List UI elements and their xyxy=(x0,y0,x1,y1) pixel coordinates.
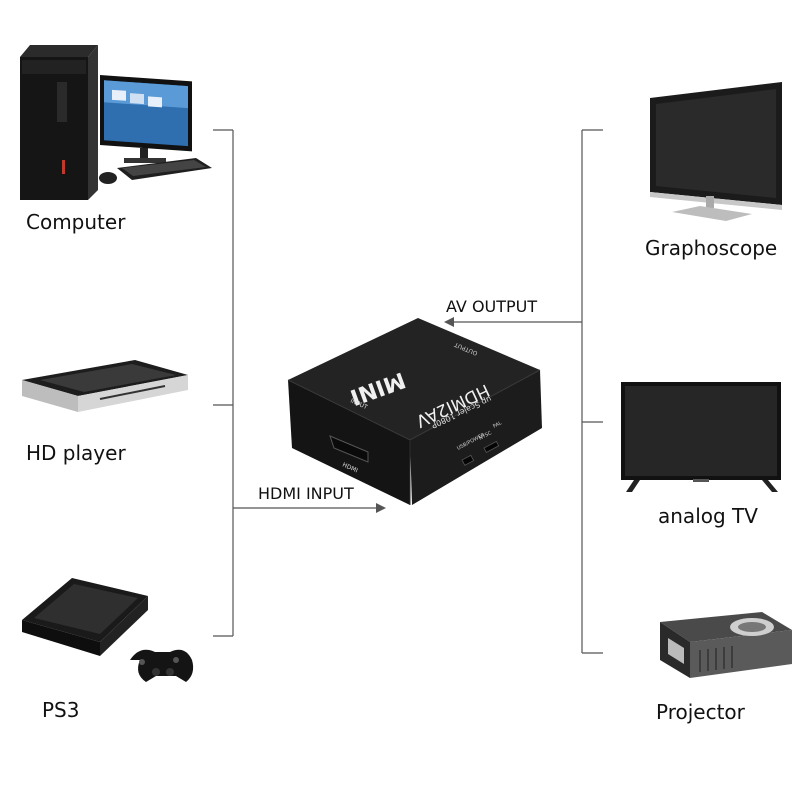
converter-side xyxy=(410,370,542,505)
hdmi-port xyxy=(329,435,369,463)
tv-icon xyxy=(621,382,781,492)
label-hd-player: HD player xyxy=(26,441,126,465)
device-switch-label-pal: PAL xyxy=(492,420,503,430)
converter-front xyxy=(288,380,410,505)
ntsc-pal-switch xyxy=(483,440,500,453)
hd-player-icon xyxy=(22,360,188,412)
label-projector: Projector xyxy=(656,700,745,724)
device-switch-label-ntsc: NTSC xyxy=(478,430,493,442)
av-output-arrow xyxy=(444,317,582,327)
ps3-console-icon xyxy=(22,578,194,682)
hdmi-input-arrow xyxy=(233,503,386,513)
label-graphoscope: Graphoscope xyxy=(645,236,778,260)
computer-icon xyxy=(20,45,212,200)
left-bracket xyxy=(213,129,234,637)
converter-top xyxy=(288,318,540,440)
hdmi-input-label: HDMI INPUT xyxy=(258,484,354,503)
label-ps3: PS3 xyxy=(42,698,80,722)
label-computer: Computer xyxy=(26,210,126,234)
usb-port xyxy=(461,454,475,466)
projector-icon xyxy=(660,612,792,678)
hdmi2av-converter: MINI HDMI2AV up Scaler 1080P OUTPUT INPU… xyxy=(287,318,542,505)
av-output-label: AV OUTPUT xyxy=(446,297,538,316)
label-analog-tv: analog TV xyxy=(658,504,758,528)
monitor-icon xyxy=(650,82,782,221)
right-bracket xyxy=(581,129,603,654)
